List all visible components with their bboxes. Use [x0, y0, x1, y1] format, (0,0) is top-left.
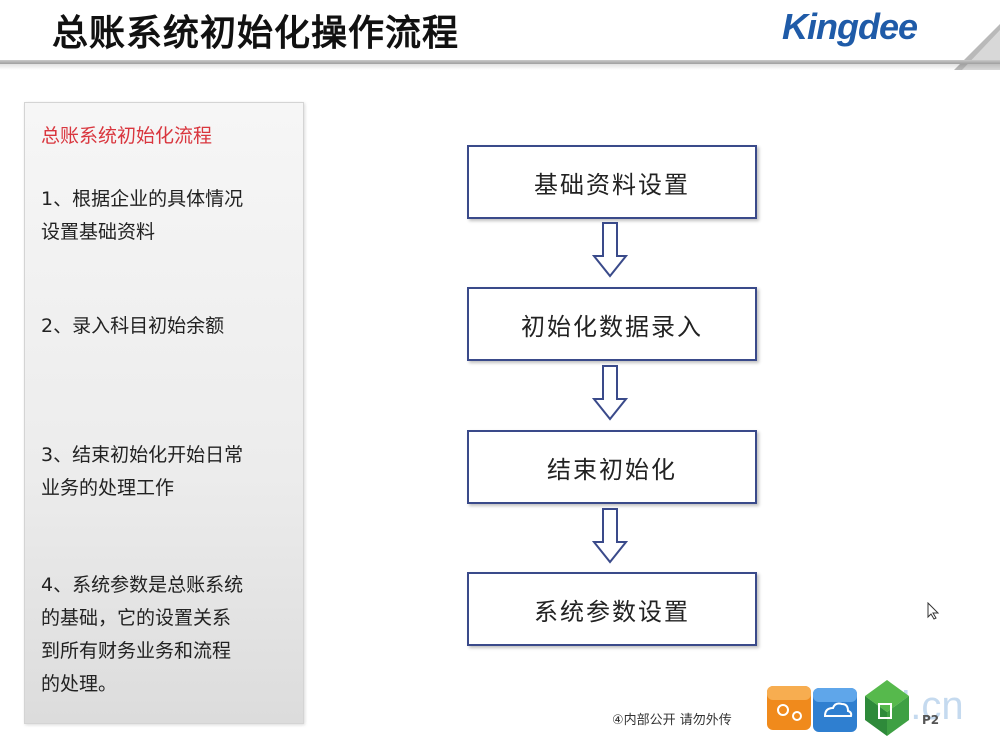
down-arrow-icon [592, 365, 628, 421]
header-divider [0, 60, 1000, 64]
down-arrow-icon [592, 508, 628, 564]
step-3-line-2: 业务的处理工作 [41, 477, 175, 499]
panel-title: 总账系统初始化流程 [41, 125, 213, 147]
page-number: P2 [922, 713, 940, 727]
blue-cloud-cube-icon [813, 688, 857, 732]
step-4: 4、系统参数是总账系统 的基础，它的设置关系 到所有财务业务和流程 的处理。 [41, 569, 291, 701]
step-4-line-2: 的基础，它的设置关系 [41, 607, 232, 629]
step-3: 3、结束初始化开始日常 业务的处理工作 [41, 439, 291, 505]
process-summary-panel: 总账系统初始化流程 1、根据企业的具体情况 设置基础资料 2、录入科目初始余额 … [24, 102, 304, 724]
footer-note: ④内部公开 请勿外传 [612, 713, 732, 728]
orange-cube-icon [767, 686, 811, 730]
kingdee-logo: Kingdee [782, 6, 918, 47]
step-2: 2、录入科目初始余额 [41, 310, 291, 343]
down-arrow-icon [592, 222, 628, 278]
flow-box-init-data-entry: 初始化数据录入 [467, 287, 757, 361]
flow-box-end-init: 结束初始化 [467, 430, 757, 504]
page-title: 总账系统初始化操作流程 [52, 13, 460, 54]
step-3-line-1: 3、结束初始化开始日常 [41, 444, 244, 466]
header-bar: 总账系统初始化操作流程 Kingdee [0, 0, 1000, 70]
step-4-line-4: 的处理。 [41, 673, 118, 695]
cube-icons [767, 680, 909, 736]
cursor-icon [927, 602, 940, 620]
step-4-line-1: 4、系统参数是总账系统 [41, 574, 244, 596]
flow-box-basic-data: 基础资料设置 [467, 145, 757, 219]
header-shadow [0, 64, 1000, 70]
step-4-line-3: 到所有财务业务和流程 [41, 640, 232, 662]
step-1-line-2: 设置基础资料 [41, 221, 156, 243]
step-2-line-1: 2、录入科目初始余额 [41, 315, 225, 337]
step-1: 1、根据企业的具体情况 设置基础资料 [41, 183, 291, 249]
step-1-line-1: 1、根据企业的具体情况 [41, 188, 244, 210]
green-cube-icon [865, 680, 909, 736]
flow-box-system-params: 系统参数设置 [467, 572, 757, 646]
